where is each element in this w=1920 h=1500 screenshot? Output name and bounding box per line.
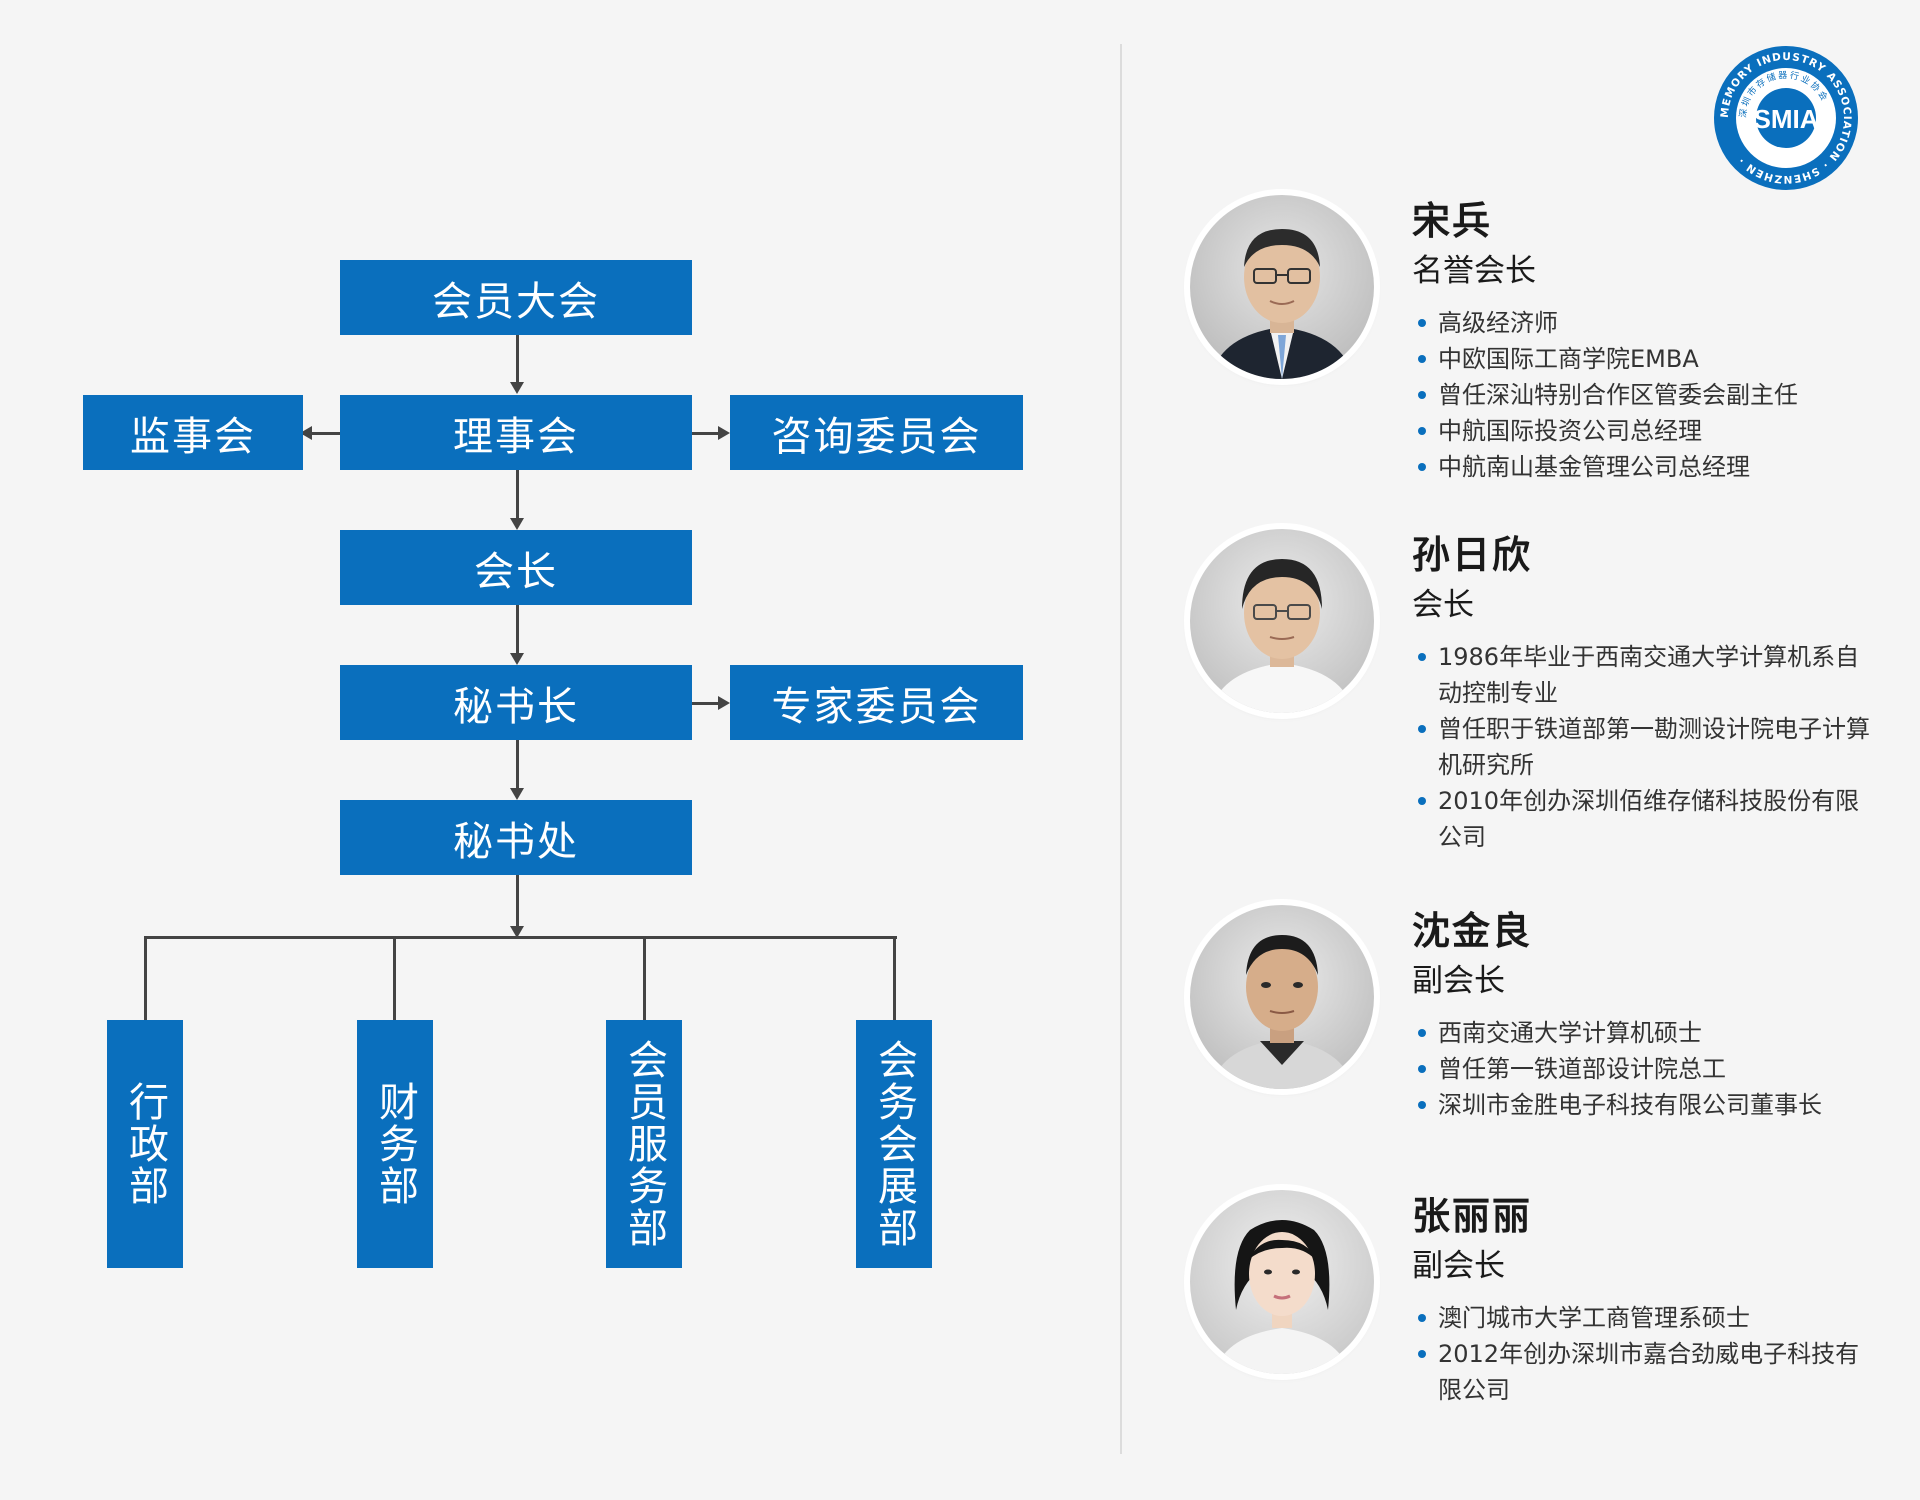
node-advisory-committee: 咨询委员会 xyxy=(730,395,1023,470)
avatar xyxy=(1190,529,1374,713)
arrow-down-icon xyxy=(510,788,524,800)
connector-line xyxy=(516,470,519,522)
profile-name: 宋兵 xyxy=(1412,199,1493,243)
profile-title: 副会长 xyxy=(1412,1248,1505,1284)
list-item: 澳门城市大学工商管理系硕士 xyxy=(1412,1300,1882,1336)
list-item: 西南交通大学计算机硕士 xyxy=(1412,1015,1882,1051)
profile-list: 西南交通大学计算机硕士 曾任第一铁道部设计院总工 深圳市金胜电子科技有限公司董事… xyxy=(1412,1015,1882,1123)
divider xyxy=(1120,44,1122,1454)
avatar xyxy=(1190,195,1374,379)
list-item: 深圳市金胜电子科技有限公司董事长 xyxy=(1412,1087,1882,1123)
profile-name: 沈金良 xyxy=(1412,909,1533,953)
list-item: 高级经济师 xyxy=(1412,305,1882,341)
node-secretariat: 秘书处 xyxy=(340,800,692,875)
avatar xyxy=(1190,1190,1374,1374)
node-council: 理事会 xyxy=(340,395,692,470)
connector-line xyxy=(516,740,519,792)
profile-title: 副会长 xyxy=(1412,963,1505,999)
list-item: 2010年创办深圳佰维存储科技股份有限公司 xyxy=(1412,783,1882,855)
profile-list: 澳门城市大学工商管理系硕士 2012年创办深圳市嘉合劲威电子科技有限公司 xyxy=(1412,1300,1882,1408)
avatar xyxy=(1190,905,1374,1089)
node-president: 会长 xyxy=(340,530,692,605)
profile-list: 高级经济师 中欧国际工商学院EMBA 曾任深汕特别合作区管委会副主任 中航国际投… xyxy=(1412,305,1882,485)
branch-line xyxy=(643,936,646,1022)
list-item: 2012年创办深圳市嘉合劲威电子科技有限公司 xyxy=(1412,1336,1882,1408)
profile-name: 孙日欣 xyxy=(1412,533,1533,577)
node-supervisors: 监事会 xyxy=(83,395,303,470)
connector-line xyxy=(516,334,519,386)
org-chart: 会员大会 监事会 理事会 咨询委员会 会长 秘书长 专家委员会 秘书处 行政部 … xyxy=(83,260,1023,1268)
logo-text: SMIA xyxy=(1754,104,1819,134)
node-department-events: 会务会展部 xyxy=(856,1020,932,1268)
arrow-right-icon xyxy=(718,696,730,710)
connector-line xyxy=(516,875,519,930)
arrow-down-icon xyxy=(510,653,524,665)
arrow-left-icon xyxy=(300,426,312,440)
node-department-finance: 财务部 xyxy=(357,1020,433,1268)
list-item: 1986年毕业于西南交通大学计算机系自动控制专业 xyxy=(1412,639,1882,711)
profile-title: 会长 xyxy=(1412,587,1474,623)
list-item: 中欧国际工商学院EMBA xyxy=(1412,341,1882,377)
list-item: 中航国际投资公司总经理 xyxy=(1412,413,1882,449)
connector-line xyxy=(692,702,718,705)
arrow-down-icon xyxy=(510,518,524,530)
arrow-down-icon xyxy=(510,382,524,394)
branch-line xyxy=(144,936,147,1022)
connector-line xyxy=(516,605,519,657)
list-item: 曾任深汕特别合作区管委会副主任 xyxy=(1412,377,1882,413)
list-item: 中航南山基金管理公司总经理 xyxy=(1412,449,1882,485)
node-department-admin: 行政部 xyxy=(107,1020,183,1268)
branch-line xyxy=(144,936,897,939)
branch-line xyxy=(393,936,396,1022)
profile-list: 1986年毕业于西南交通大学计算机系自动控制专业 曾任职于铁道部第一勘测设计院电… xyxy=(1412,639,1882,855)
arrow-right-icon xyxy=(718,426,730,440)
node-department-member-services: 会员服务部 xyxy=(606,1020,682,1268)
list-item: 曾任职于铁道部第一勘测设计院电子计算机研究所 xyxy=(1412,711,1882,783)
node-secretary-general: 秘书长 xyxy=(340,665,692,740)
node-general-assembly: 会员大会 xyxy=(340,260,692,335)
smia-logo: MEMORY INDUSTRY ASSOCIATION · SHENZHEN ·… xyxy=(1712,44,1860,192)
node-expert-committee: 专家委员会 xyxy=(730,665,1023,740)
connector-line xyxy=(692,432,718,435)
connector-line xyxy=(300,432,344,435)
branch-line xyxy=(893,936,896,1022)
profile-name: 张丽丽 xyxy=(1412,1194,1533,1238)
profile-title: 名誉会长 xyxy=(1412,253,1536,289)
arrow-down-icon xyxy=(510,926,524,938)
list-item: 曾任第一铁道部设计院总工 xyxy=(1412,1051,1882,1087)
